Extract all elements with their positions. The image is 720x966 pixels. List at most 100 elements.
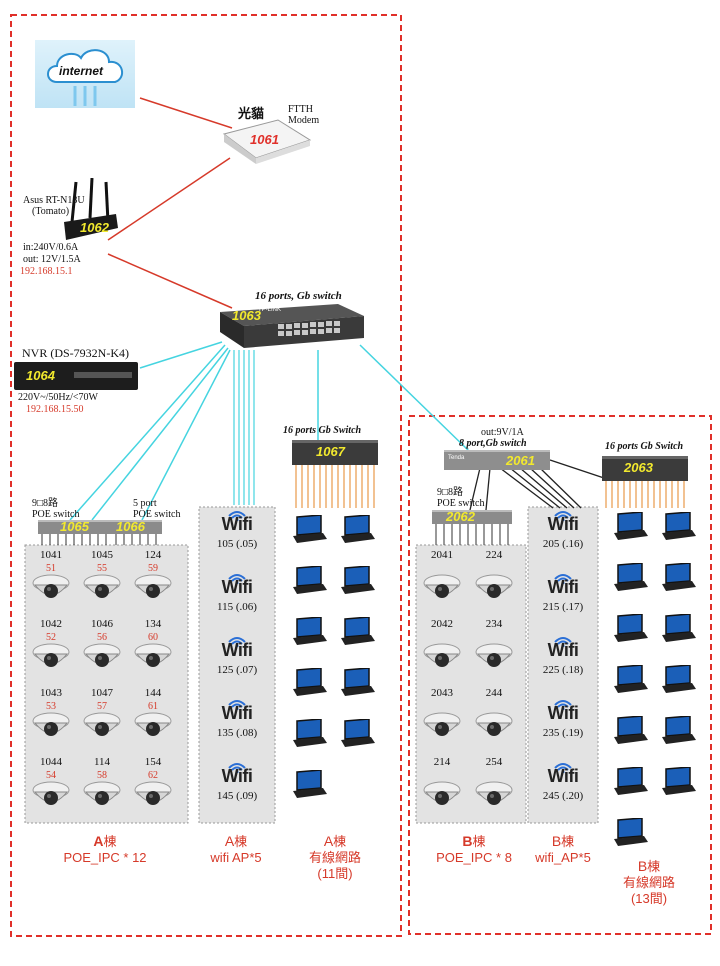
router-name-line1: Asus RT-N18U [23, 195, 85, 206]
switch-b1-id: 2062 [446, 509, 475, 524]
switch-a1-label-line1: 9□8路 [32, 498, 59, 509]
b-wifi-title-text: wifi_AP*5 [535, 850, 591, 865]
camera-name: 2042 [431, 618, 453, 630]
modem-name-line2: Modem [288, 115, 320, 126]
dome-camera-icon [134, 712, 172, 736]
camera-icon-wrap [82, 707, 122, 746]
nvr-ip: 192.168.15.50 [26, 404, 84, 415]
a-wifi-title: A棟 wifi AP*5 [194, 833, 278, 866]
router-device: 1062 [62, 177, 118, 242]
camera-name: 214 [433, 756, 451, 768]
camera-icon-wrap [82, 776, 122, 815]
dome-camera-icon [83, 781, 121, 805]
laptop-icon [293, 616, 327, 645]
wifi-icon-wrap [227, 760, 247, 778]
switch-b2-label: 16 ports Gb Switch [605, 441, 684, 452]
a-wired-title-building: A [323, 833, 334, 849]
laptop-icon [662, 511, 696, 540]
wifi-signal-icon [228, 511, 246, 522]
router-ip: 192.168.15.1 [20, 266, 73, 277]
camera-icon-wrap [474, 707, 514, 746]
camera-item: 2042 [422, 618, 462, 688]
wifi-signal-icon [228, 637, 246, 648]
a-camera-title-building: A [93, 833, 104, 849]
camera-name: 124 [144, 549, 162, 561]
camera-item: 244 [474, 687, 514, 757]
laptop-icon [293, 718, 327, 747]
switch-b1-device: 2062 [432, 509, 512, 524]
dome-camera-icon [475, 781, 513, 805]
laptop-icon [341, 616, 375, 645]
camera-ip: 53 [46, 701, 56, 712]
laptop-icon [341, 565, 375, 594]
camera-ip: 58 [97, 770, 107, 781]
dome-camera-icon [134, 781, 172, 805]
laptop-icon [293, 514, 327, 543]
switch-a1-device: 1065 [38, 519, 114, 534]
nvr-device: 1064 [14, 362, 138, 390]
camera-name: 254 [485, 756, 503, 768]
laptop [660, 562, 696, 598]
camera-item: 254 [474, 756, 514, 826]
laptop-icon [341, 718, 375, 747]
laptop [612, 613, 648, 649]
laptop [612, 817, 648, 853]
laptop-icon [662, 613, 696, 642]
camera-icon-wrap [31, 638, 71, 677]
switch-b2-device: 2063 [602, 456, 688, 481]
camera-icon-wrap [474, 569, 514, 608]
wifi-icon-wrap [227, 508, 247, 526]
switch-a1-id: 1065 [60, 519, 89, 534]
a-wifi-title-text: wifi AP*5 [210, 850, 262, 865]
wifi-label: 115 (.06) [217, 601, 257, 613]
switch-b-main-label-line1: out:9V/1A [481, 427, 524, 438]
b-camera-panel [415, 544, 527, 824]
laptop-icon [293, 667, 327, 696]
camera-ip: 52 [46, 632, 56, 643]
wifi-label: 105 (.05) [216, 538, 258, 550]
a-camera-title-text: POE_IPC * 12 [63, 850, 147, 865]
switch-b-main-brand: Tenda [448, 455, 465, 461]
laptop [612, 562, 648, 598]
wifi-word: Wifi [547, 703, 579, 723]
wifi-icon-wrap [553, 634, 573, 652]
router-id: 1062 [80, 220, 109, 235]
switch-a3-device: 1067 [292, 440, 378, 465]
dome-camera-icon [32, 781, 70, 805]
dome-camera-icon [32, 574, 70, 598]
modem-name-line1: FTTH [288, 104, 313, 115]
b-wifi-title-building: B [551, 833, 562, 849]
a-camera-title-suffix: 棟 [103, 834, 117, 849]
core-switch-brand: TP-LINK [258, 307, 282, 313]
b-wifi-panel [527, 506, 599, 824]
laptop-icon [614, 664, 648, 693]
camera-icon-wrap [31, 707, 71, 746]
modem-id: 1061 [250, 132, 279, 147]
modem-name-cn: 光貓 [238, 106, 265, 121]
laptop [291, 718, 327, 754]
laptop-icon [614, 817, 648, 846]
dome-camera-icon [423, 574, 461, 598]
a-wired-title-line2: 有線網路 [308, 850, 361, 865]
building-b-border [408, 415, 712, 935]
switch-b-main-label-line2: 8 port,Gb switch [459, 438, 527, 449]
wifi-label: 245 (.20) [542, 790, 584, 802]
a-wifi-title-building: A [224, 833, 235, 849]
switch-b-main-id: 2061 [506, 453, 535, 468]
camera-name: 224 [485, 549, 503, 561]
camera-name: 2043 [431, 687, 453, 699]
camera-name: 144 [144, 687, 162, 699]
wifi-word: Wifi [221, 703, 253, 723]
laptop [612, 511, 648, 547]
wifi-label: 225 (.18) [542, 664, 584, 676]
core-switch-device: TP-LINK 1063 [218, 300, 366, 350]
switch-a3-label: 16 ports Gb Switch [283, 425, 362, 436]
outer-border [10, 14, 402, 937]
